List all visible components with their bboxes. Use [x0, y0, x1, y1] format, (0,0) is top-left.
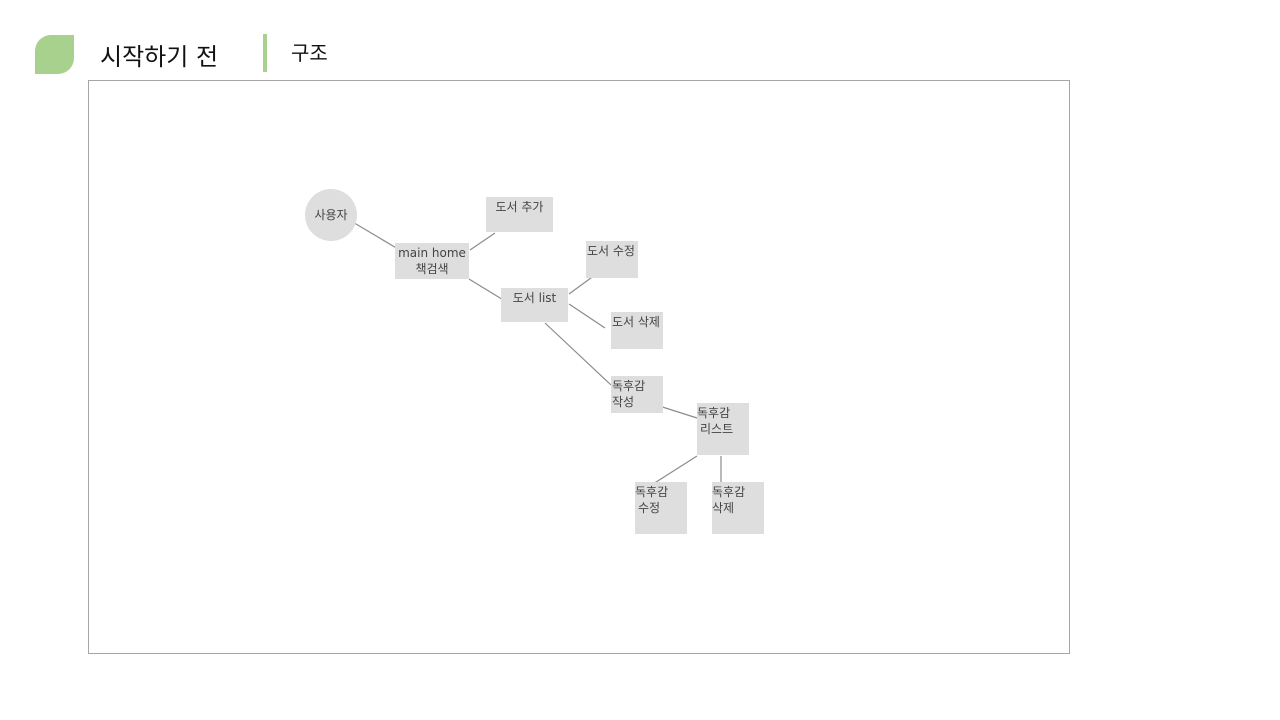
node-label: 삭제 — [712, 501, 735, 515]
node-label: main home — [398, 246, 466, 260]
connector — [568, 274, 596, 295]
node-label: 도서 삭제 — [612, 315, 660, 329]
node-label: 도서 수정 — [587, 244, 635, 258]
node-label: 도서 추가 — [495, 200, 544, 214]
connector — [544, 322, 612, 386]
leaf-logo-icon — [35, 35, 74, 74]
node-book-add: 도서 추가 — [486, 197, 553, 232]
node-label: 작성 — [612, 395, 635, 409]
node-label: 독후감 — [635, 485, 669, 499]
node-label: 독후감 — [612, 379, 646, 393]
node-label: 사용자 — [314, 208, 348, 222]
connector — [652, 455, 698, 485]
node-label: 책검색 — [415, 262, 449, 276]
node-label: 독후감 — [697, 406, 731, 420]
connector — [469, 232, 496, 251]
connector — [468, 278, 506, 302]
node-book-delete: 도서 삭제 — [611, 312, 663, 349]
node-label: 리스트 — [700, 422, 734, 436]
node-main-home: main home 책검색 — [395, 243, 469, 279]
page-subtitle: 구조 — [291, 41, 328, 65]
node-label: 독후감 — [712, 485, 746, 499]
page-title: 시작하기 전 — [100, 43, 219, 71]
node-user: 사용자 — [305, 189, 357, 241]
node-book-edit: 도서 수정 — [586, 241, 638, 278]
node-label: 수정 — [638, 501, 661, 515]
node-label: 도서 list — [512, 291, 557, 305]
connector — [350, 220, 399, 250]
divider — [263, 34, 267, 72]
diagram-frame — [88, 80, 1070, 654]
connector — [568, 303, 606, 329]
node-book-list: 도서 list — [501, 288, 568, 322]
